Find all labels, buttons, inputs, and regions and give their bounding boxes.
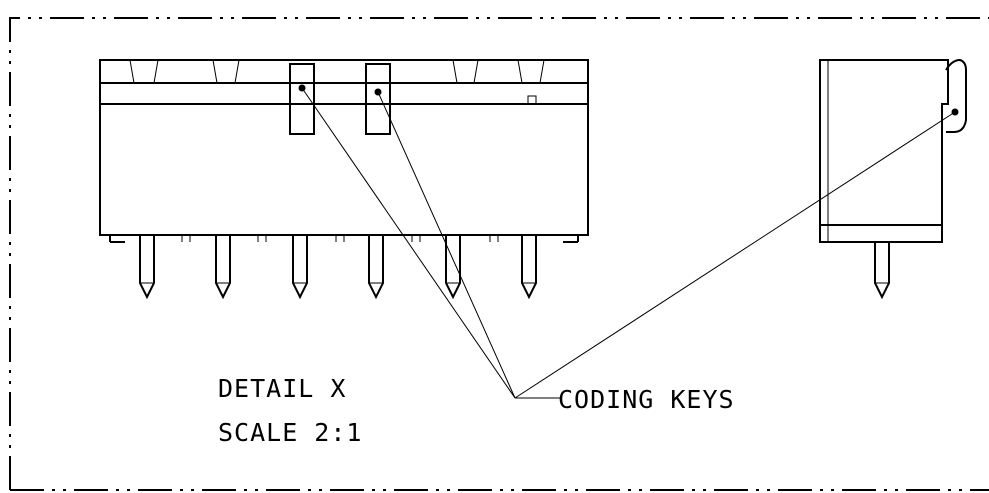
coding-key-1 bbox=[289, 63, 315, 135]
connector-side-view bbox=[819, 58, 967, 300]
detail-title: DETAIL X bbox=[218, 374, 346, 403]
coding-key-3 bbox=[945, 58, 967, 133]
coding-key-2 bbox=[365, 63, 391, 135]
detail-scale: SCALE 2:1 bbox=[218, 418, 362, 447]
callout-leaders bbox=[301, 87, 956, 399]
pin-row bbox=[139, 235, 537, 300]
detail-border bbox=[9, 17, 989, 491]
callout-label: CODING KEYS bbox=[558, 385, 735, 414]
connector-front-view bbox=[99, 59, 589, 300]
